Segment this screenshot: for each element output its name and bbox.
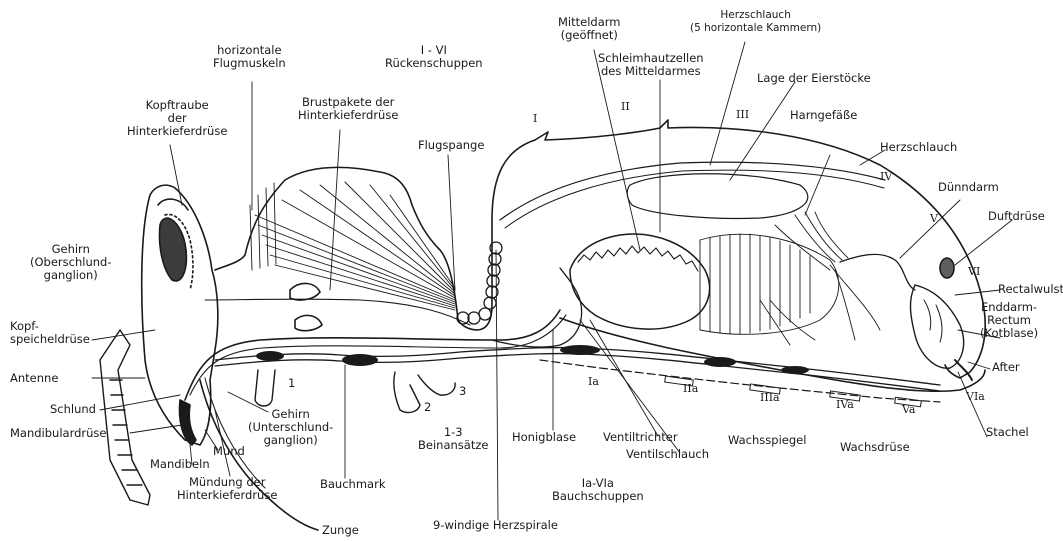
label-brustpakete: Brustpakete der Hinterkieferdrüse xyxy=(298,96,398,122)
rectum xyxy=(910,285,963,368)
label-schlund: Schlund xyxy=(50,403,96,416)
label-duftdruese: Duftdrüse xyxy=(988,210,1045,223)
numeral-ventral-2: IIa xyxy=(683,382,698,395)
ganglia xyxy=(256,345,809,374)
numeral-dorsal-2: II xyxy=(621,100,630,113)
numeral-dorsal-6: VI xyxy=(968,265,980,278)
label-bauchschuppen: Ia-VIa Bauchschuppen xyxy=(552,477,644,503)
thoracic-gland xyxy=(290,283,322,330)
label-enddarm: Enddarm- Rectum (Kotblase) xyxy=(980,301,1038,340)
label-mandibeln: Mandibeln xyxy=(150,458,210,471)
label-eierstoecke: Lage der Eierstöcke xyxy=(757,72,871,85)
small-intestine xyxy=(840,254,915,290)
flight-muscles xyxy=(250,182,455,310)
scent-gland xyxy=(940,258,954,278)
ovary xyxy=(627,174,808,219)
label-mund: Mund xyxy=(213,445,245,458)
numeral-dorsal-1: I xyxy=(533,112,537,125)
leg-number-1: 1 xyxy=(288,377,295,390)
label-wachsdruese: Wachsdrüse xyxy=(840,441,910,454)
label-herzschlauch-top: Herzschlauch (5 horizontale Kammern) xyxy=(690,9,821,35)
label-flugspange: Flugspange xyxy=(418,139,484,152)
label-kopftraube: Kopftraube der Hinterkieferdrüse xyxy=(127,99,227,138)
label-harngefaesse: Harngefäße xyxy=(790,109,857,122)
brain-upper xyxy=(160,218,187,281)
label-mandibulardruese: Mandibulardrüse xyxy=(10,427,107,440)
label-schleimhautzellen: Schleimhautzellen des Mitteldarmes xyxy=(598,52,704,78)
label-wachsspiegel: Wachsspiegel xyxy=(728,434,806,447)
aorta xyxy=(205,299,470,325)
ventral-plates xyxy=(540,360,940,402)
antenna xyxy=(100,330,150,505)
label-flugmuskeln: horizontale Flugmuskeln xyxy=(213,44,286,70)
label-honigblase: Honigblase xyxy=(512,431,576,444)
label-rectalwulste: Rectalwulste xyxy=(998,283,1063,296)
numeral-ventral-1: Ia xyxy=(588,375,599,388)
heart-spiral xyxy=(457,242,502,324)
label-gehirn-ober: Gehirn (Oberschlund- ganglion) xyxy=(30,243,111,282)
label-zunge: Zunge xyxy=(322,524,359,537)
numeral-ventral-3: IIIa xyxy=(760,391,780,404)
wax-mirrors xyxy=(665,376,922,407)
midgut-rings xyxy=(700,234,839,334)
label-ventiltrichter: Ventiltrichter xyxy=(603,431,678,444)
numeral-ventral-4: IVa xyxy=(836,398,854,411)
malpighian-tubules xyxy=(760,212,880,345)
label-duenndarm: Dünndarm xyxy=(938,181,999,194)
numeral-ventral-6: VIa xyxy=(966,390,985,403)
midgut-villi xyxy=(578,246,698,271)
leg-number-3: 3 xyxy=(459,385,466,398)
label-herzschlauch-right: Herzschlauch xyxy=(880,141,957,154)
numeral-dorsal-5: V xyxy=(930,212,938,225)
label-herzspirale: 9-windige Herzspirale xyxy=(433,519,558,532)
leg-number-2: 2 xyxy=(424,401,431,414)
honey-stomach xyxy=(492,268,582,347)
label-kopfspeicheldruese: Kopf- speicheldrüse xyxy=(10,320,90,346)
label-gehirn-unter: Gehirn (Unterschlund- ganglion) xyxy=(248,408,333,447)
numeral-dorsal-3: III xyxy=(736,108,749,121)
numeral-dorsal-4: IV xyxy=(880,170,892,183)
label-muendung: Mündung der Hinterkieferdrüse xyxy=(177,476,277,502)
label-beinansaetze: 1-3 Beinansätze xyxy=(418,426,488,452)
label-bauchmark: Bauchmark xyxy=(320,478,385,491)
label-antenne: Antenne xyxy=(10,372,58,385)
numeral-ventral-5: Va xyxy=(902,403,916,416)
label-ventilschlauch: Ventilschlauch xyxy=(626,448,709,461)
rectal-pads xyxy=(924,300,942,342)
label-after: After xyxy=(992,361,1020,374)
label-rueckenschuppen: I - VI Rückenschuppen xyxy=(385,44,483,70)
label-stachel: Stachel xyxy=(986,426,1029,439)
label-mitteldarm: Mitteldarm (geöffnet) xyxy=(558,16,620,42)
mandible xyxy=(180,400,197,445)
